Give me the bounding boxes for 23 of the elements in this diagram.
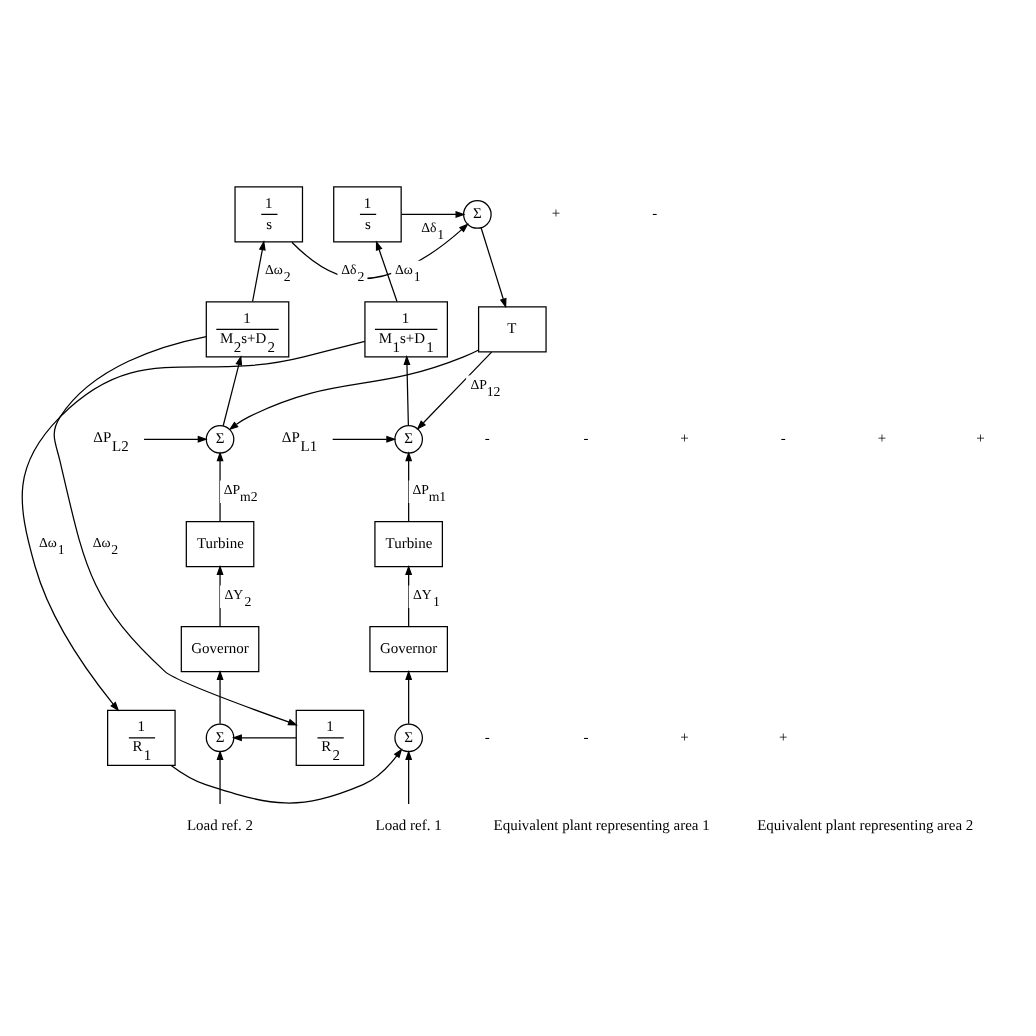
arrow <box>332 435 397 443</box>
arrow <box>375 240 398 303</box>
arrow <box>228 349 479 431</box>
arrow <box>405 669 413 725</box>
arrow <box>216 669 224 725</box>
arrow <box>405 564 413 627</box>
arrow <box>416 351 493 430</box>
arrow <box>222 355 243 427</box>
arrow <box>405 749 413 805</box>
arrow <box>53 335 298 726</box>
arrow <box>403 355 411 426</box>
arrow <box>480 227 507 309</box>
arrow <box>231 734 297 742</box>
arrow <box>216 451 224 522</box>
arrow <box>291 223 469 280</box>
arrow <box>251 240 266 303</box>
arrow <box>21 340 366 712</box>
arrow <box>143 435 208 443</box>
arrow <box>401 210 466 218</box>
arrow <box>216 749 224 805</box>
arrow <box>170 748 403 804</box>
arrow <box>405 451 413 522</box>
arrow <box>216 564 224 627</box>
